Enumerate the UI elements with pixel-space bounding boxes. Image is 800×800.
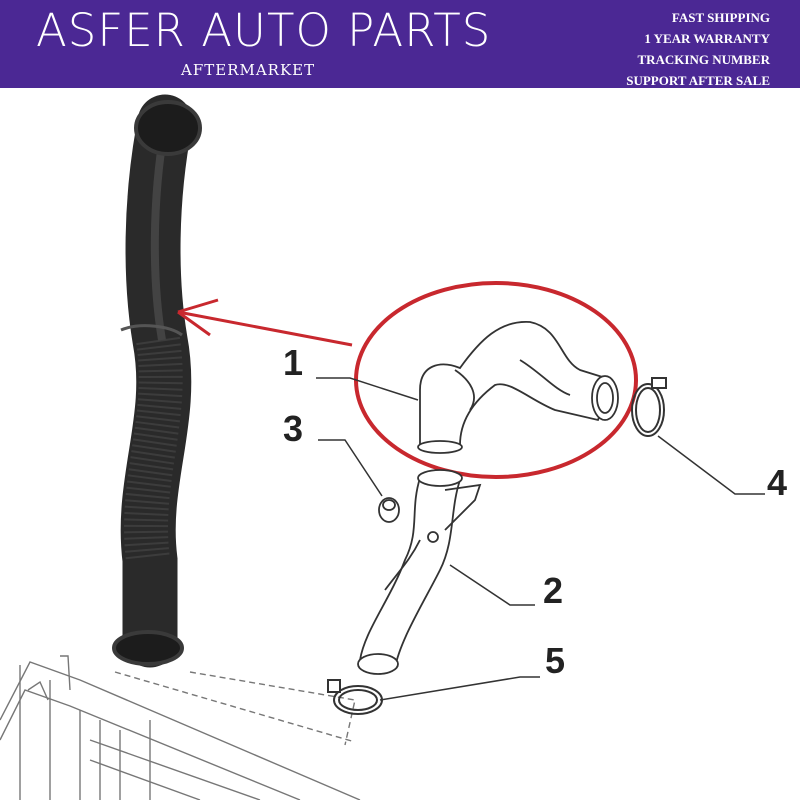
brand-subtitle: AFTERMARKET bbox=[181, 61, 316, 79]
perk-warranty: 1 YEAR WARRANTY bbox=[644, 31, 770, 46]
callout-5: 5 bbox=[545, 640, 566, 681]
callout-2: 2 bbox=[543, 570, 564, 611]
part-4-clamp bbox=[631, 377, 667, 437]
callout-4: 4 bbox=[767, 462, 788, 503]
highlight-arrow bbox=[177, 298, 353, 347]
header-banner: ASFER AUTO PARTS AFTERMARKET FAST SHIPPI… bbox=[0, 0, 800, 88]
callout-1: 1 bbox=[283, 342, 304, 383]
part-3-grommet bbox=[378, 497, 400, 523]
part-5-clamp bbox=[327, 679, 383, 715]
parts-diagram bbox=[0, 94, 765, 800]
perks-list: FAST SHIPPING 1 YEAR WARRANTY TRACKING N… bbox=[626, 7, 770, 91]
leader-lines bbox=[316, 377, 765, 701]
callout-3: 3 bbox=[283, 408, 304, 449]
radiator-illustration bbox=[0, 655, 361, 800]
brand-name: ASFER AUTO PARTS bbox=[36, 4, 492, 57]
hose-photo bbox=[112, 94, 202, 668]
part-1-hose bbox=[417, 321, 619, 454]
part-2-hose bbox=[357, 469, 482, 675]
perk-tracking: TRACKING NUMBER bbox=[637, 52, 770, 67]
perk-support: SUPPORT AFTER SALE bbox=[626, 73, 770, 88]
perk-shipping: FAST SHIPPING bbox=[671, 10, 770, 25]
